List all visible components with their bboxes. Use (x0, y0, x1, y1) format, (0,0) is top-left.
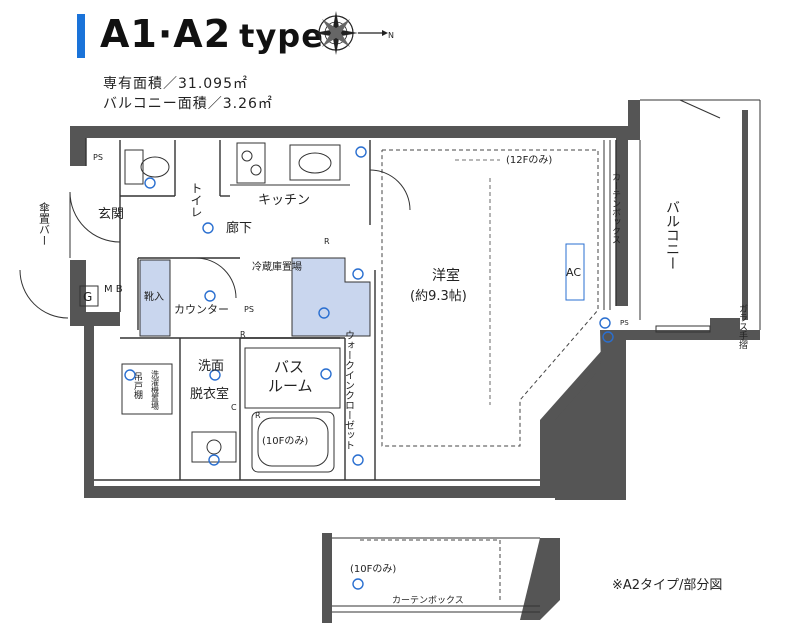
partial-caption: ※A2タイプ/部分図 (612, 578, 723, 593)
balcony-label: バルコニー (664, 200, 680, 270)
western-room-label: 洋室 (432, 267, 460, 284)
r-mark-1: R (324, 237, 330, 246)
toilet-fixture (124, 149, 144, 185)
mb-label: M B (104, 284, 123, 295)
toilet-label: トイレ (189, 182, 203, 218)
washer-space-box (121, 363, 173, 415)
ac-unit-icon (565, 243, 585, 301)
ac-label: AC (566, 266, 581, 279)
compass-icon (314, 11, 388, 55)
washroom-label-2: 脱衣室 (190, 386, 229, 402)
outlet-icons (124, 146, 614, 466)
glass-railing-label: ガラス手摺 (737, 304, 748, 350)
western-room-size: (約9.3帖) (410, 289, 467, 304)
walkin-closet-fill (291, 257, 371, 337)
window-frame (603, 99, 761, 330)
balcony-drain (655, 325, 711, 333)
wash-basin (191, 431, 237, 463)
partial-curtain-box: カーテンボックス (392, 595, 464, 606)
doors (19, 169, 411, 319)
western-room-dashed (381, 149, 599, 447)
exclusive-area-label: 専有面積／31.095㎡ (103, 76, 248, 92)
ps-counter-label: PS (244, 305, 254, 314)
g-label: G (83, 290, 92, 304)
ps-right-label: PS (620, 319, 629, 327)
balcony-rail-post (742, 110, 748, 320)
kitchen-label: キッチン (258, 193, 310, 208)
corridor-label: 廊下 (226, 220, 252, 236)
umbrella-bar-label: 傘置バー (38, 202, 51, 246)
shoe-storage-label: 靴入 (144, 290, 164, 303)
c-mark: C (231, 403, 237, 412)
curtain-box-label: カーテンボックス (610, 172, 621, 244)
bathroom-box (244, 347, 341, 409)
partial-plan (322, 533, 560, 623)
walkin-closet-label: ウォークインクローゼット (343, 330, 355, 450)
title-accent-bar (77, 14, 85, 58)
fridge-space-label: 冷蔵庫置場 (252, 260, 302, 273)
balcony-area-label: バルコニー面積／3.26㎡ (103, 96, 273, 112)
hanging-shelf-label: 吊戸棚 (132, 372, 143, 400)
entrance-label: 玄関 (98, 207, 124, 222)
floor-12f-note: (12Fのみ) (506, 155, 552, 166)
bathroom-label-1: バス (274, 358, 304, 376)
kitchen-sink (289, 144, 341, 181)
shoe-storage-fill (139, 259, 171, 337)
washroom-label-1: 洗面 (198, 359, 224, 374)
counter-label: カウンター (174, 303, 229, 316)
title-main: A1·A2 (100, 12, 232, 56)
bathtub (251, 411, 335, 473)
bathroom-label-2: ルーム (268, 377, 313, 395)
title-type: type (239, 17, 324, 55)
partial-10f-note: (10Fのみ) (350, 564, 396, 575)
r-mark-3: R (255, 411, 261, 420)
floor-10f-note: (10Fのみ) (262, 436, 308, 447)
interior-walls (85, 138, 617, 481)
ps-top-label: PS (93, 153, 103, 162)
r-mark-2: R (240, 330, 246, 339)
washer-space-label: 洗濯機置場 (151, 369, 160, 411)
compass-n-label: N (388, 31, 394, 40)
stove (236, 142, 266, 184)
